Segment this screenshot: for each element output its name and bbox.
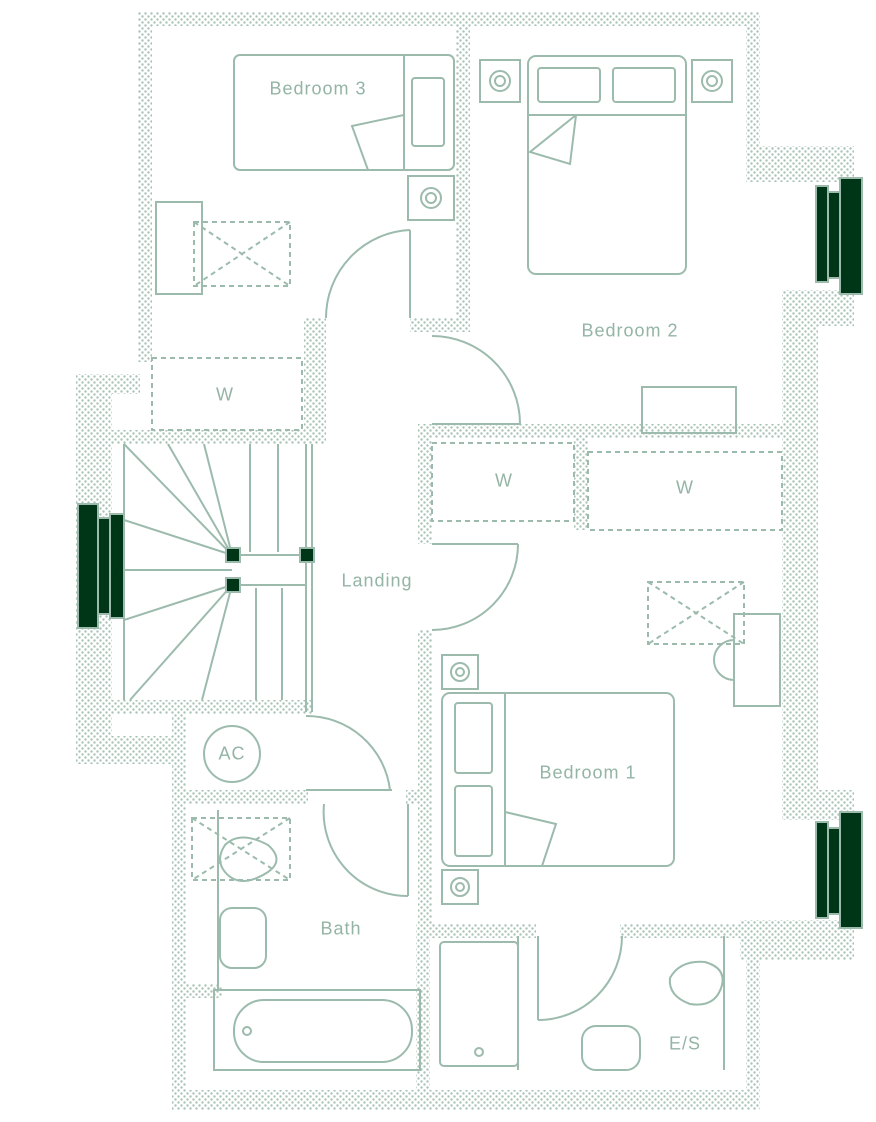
door-bedroom-2 xyxy=(431,335,521,425)
wardrobe-label-bedroom-1: W xyxy=(676,477,694,498)
ac-unit xyxy=(203,725,261,783)
bedside-table xyxy=(479,59,521,103)
window-east-bottom xyxy=(815,811,863,929)
room-label-bath: Bath xyxy=(320,918,362,939)
wardrobe-landing xyxy=(431,442,575,522)
room-label-bedroom-1: Bedroom 1 xyxy=(539,762,637,783)
door-ac xyxy=(305,714,392,791)
door-bedroom-1 xyxy=(431,543,519,631)
window-east-top xyxy=(815,177,863,295)
desk-bedroom-1 xyxy=(647,581,781,707)
room-label-bedroom-3: Bedroom 3 xyxy=(269,78,367,99)
ac-label: AC xyxy=(218,743,246,764)
wardrobe-bedroom-1 xyxy=(587,451,783,531)
door-bath xyxy=(322,803,409,898)
room-label-bedroom-2: Bedroom 2 xyxy=(581,320,679,341)
wardrobe-label-landing: W xyxy=(495,470,513,491)
bed-bedroom-1 xyxy=(441,692,675,867)
dresser xyxy=(641,386,737,434)
bed-bedroom-3 xyxy=(233,54,455,171)
bedside-table xyxy=(441,654,479,690)
staircase xyxy=(123,443,315,712)
desk-bedroom-3 xyxy=(155,201,291,295)
bed-bedroom-2 xyxy=(527,55,687,275)
bedside-table xyxy=(691,59,733,103)
ensuite-fixtures xyxy=(439,936,725,1071)
bathroom-fixtures xyxy=(191,810,421,1071)
bedside-table xyxy=(407,175,455,221)
bedside-table xyxy=(441,869,479,905)
room-label-landing: Landing xyxy=(341,570,413,591)
wardrobe-label-bedroom-3: W xyxy=(216,384,234,405)
room-label-ensuite: E/S xyxy=(668,1033,702,1054)
door-bedroom-3 xyxy=(324,229,411,319)
window-west xyxy=(77,503,125,629)
walls xyxy=(76,12,854,1110)
wardrobe-bedroom-3 xyxy=(151,357,303,431)
door-ensuite xyxy=(537,935,623,1021)
